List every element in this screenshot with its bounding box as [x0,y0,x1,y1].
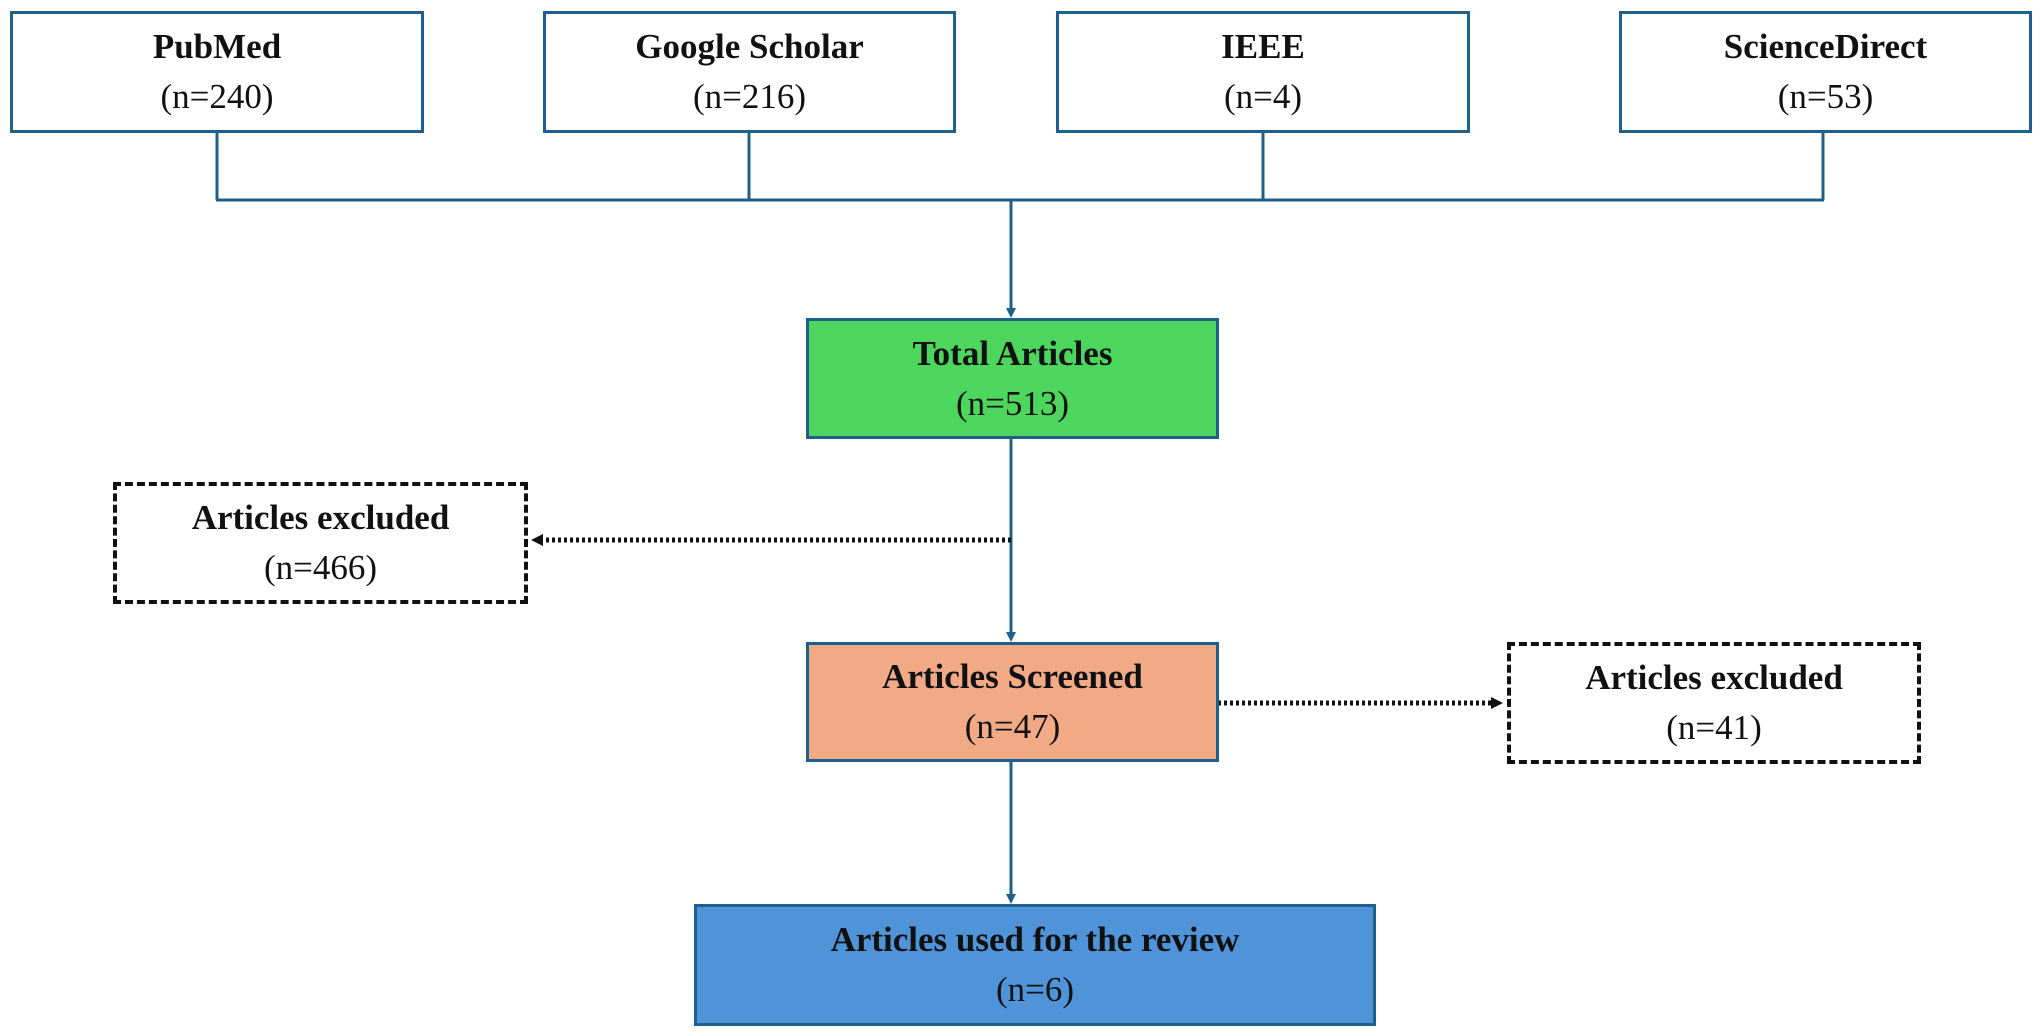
source-box-sciencedirect: ScienceDirect (n=53) [1619,11,2032,133]
final-label: Articles used for the review [830,920,1240,959]
excluded-count: (n=41) [1666,708,1762,747]
final-articles-box: Articles used for the review (n=6) [694,904,1376,1026]
source-name: Google Scholar [635,27,864,66]
source-count: (n=240) [160,77,274,116]
total-count: (n=513) [955,383,1070,423]
source-name: ScienceDirect [1723,27,1928,66]
excluded-label: Articles excluded [191,498,450,537]
source-count: (n=53) [1777,77,1874,116]
excluded-count: (n=466) [263,548,378,587]
excluded-box-first: Articles excluded (n=466) [113,482,528,604]
source-name: PubMed [152,27,282,66]
source-box-ieee: IEEE (n=4) [1056,11,1470,133]
source-count: (n=216) [692,77,807,116]
screened-count: (n=47) [964,707,1061,746]
excluded-label: Articles excluded [1585,658,1843,697]
source-box-google-scholar: Google Scholar (n=216) [543,11,956,133]
excluded-box-second: Articles excluded (n=41) [1507,642,1921,764]
source-box-pubmed: PubMed (n=240) [10,11,424,133]
total-articles-box: Total Articles (n=513) [806,318,1219,439]
screened-label: Articles Screened [882,657,1143,696]
final-count: (n=6) [995,970,1075,1009]
source-name: IEEE [1221,27,1305,66]
source-count: (n=4) [1223,77,1303,116]
screened-articles-box: Articles Screened (n=47) [806,642,1219,762]
total-label: Total Articles [912,333,1113,373]
